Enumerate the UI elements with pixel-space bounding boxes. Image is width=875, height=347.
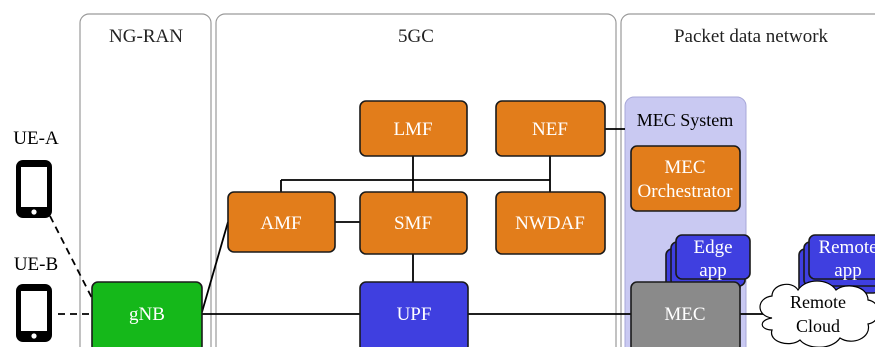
gnb-label: gNB (129, 304, 165, 325)
ue-a-label: UE-A (13, 128, 59, 149)
gnb-node[interactable]: gNB (91, 281, 203, 347)
nef-label: NEF (532, 119, 568, 140)
edge-app-label-line1: Edge (693, 237, 732, 258)
mec-system-title: MEC System (637, 110, 734, 130)
mec-orchestrator-label-line2: Orchestrator (638, 181, 734, 202)
mec-node[interactable]: MEC (630, 281, 741, 347)
remote-app-label-line1: Remote (818, 237, 875, 258)
upf-node[interactable]: UPF (359, 281, 469, 347)
mec-label: MEC (664, 304, 705, 325)
ngran-title: NG-RAN (109, 26, 183, 47)
lmf-node[interactable]: LMF (359, 100, 468, 157)
remote-cloud[interactable]: Remote Cloud (759, 280, 875, 347)
cloud-icon (759, 280, 875, 347)
remote-app-stack[interactable]: Remote app (798, 234, 875, 294)
ue-a[interactable]: UE-A (13, 128, 59, 218)
ue-b[interactable]: UE-B (14, 254, 58, 342)
edge-app-label-line2: app (699, 260, 726, 281)
amf-node[interactable]: AMF (227, 191, 336, 253)
lmf-label: LMF (393, 119, 432, 140)
smartphone-icon (16, 160, 52, 218)
ngran-panel (79, 13, 212, 347)
mec-orchestrator-label-line1: MEC (664, 157, 705, 178)
ue-b-label: UE-B (14, 254, 58, 275)
nef-node[interactable]: NEF (495, 100, 606, 157)
link-gnb-amf (201, 221, 229, 313)
nwdaf-label: NWDAF (515, 213, 585, 234)
smf-label: SMF (394, 213, 432, 234)
upf-label: UPF (397, 304, 432, 325)
pdn-title: Packet data network (674, 26, 829, 47)
remote-cloud-label-line1: Remote (790, 292, 846, 312)
core-title: 5GC (398, 26, 434, 47)
remote-app-label-line2: app (834, 260, 861, 281)
connections (49, 128, 768, 315)
remote-cloud-label-line2: Cloud (796, 316, 840, 336)
amf-label: AMF (260, 213, 301, 234)
smf-node[interactable]: SMF (359, 191, 468, 255)
smartphone-icon (16, 284, 52, 342)
mec-orchestrator-node[interactable]: MEC Orchestrator (630, 145, 741, 212)
nwdaf-node[interactable]: NWDAF (495, 191, 606, 255)
link-ue-a-gnb (49, 215, 95, 303)
